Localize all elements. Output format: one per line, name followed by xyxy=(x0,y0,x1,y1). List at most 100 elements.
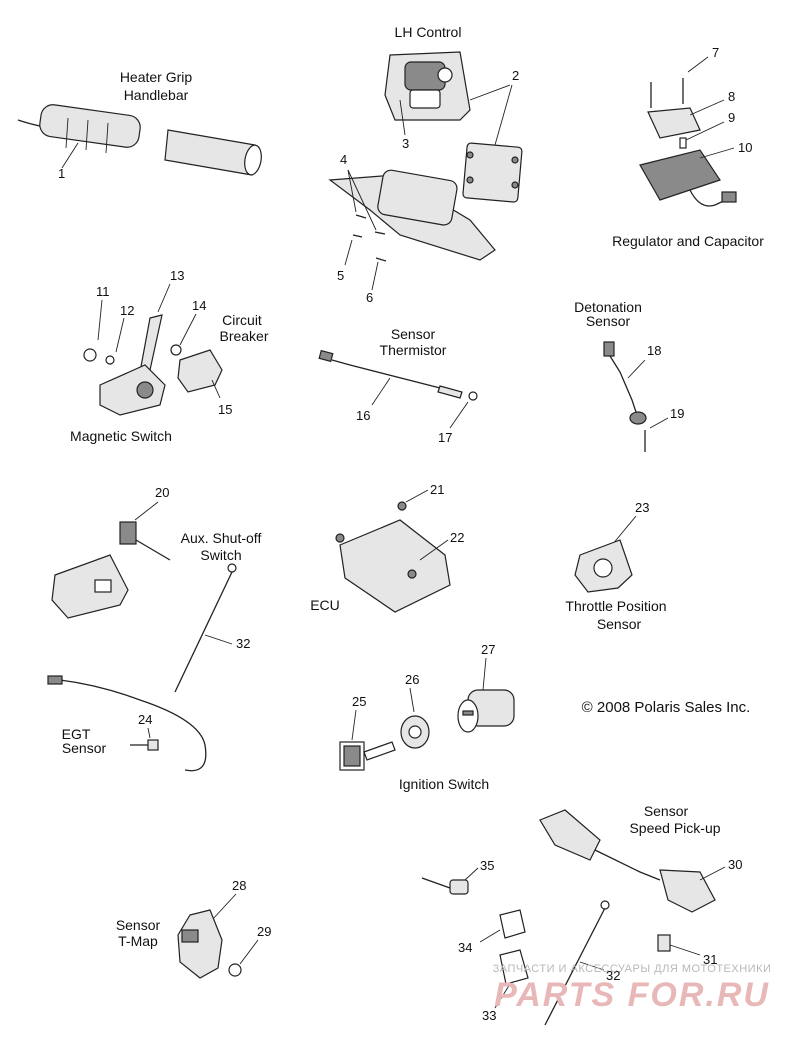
pin-35-head xyxy=(449,879,469,895)
screw-4b xyxy=(374,231,386,235)
screw-29 xyxy=(228,963,242,977)
thermistor-connector xyxy=(318,349,334,363)
callout-9: 9 xyxy=(728,110,735,125)
clamp-bolt-1 xyxy=(466,151,474,159)
tmap-body xyxy=(177,909,223,979)
callout-24: 24 xyxy=(138,712,152,727)
magnetic-switch-group: 11 12 13 Magnetic Switch Circuit Breaker… xyxy=(70,268,269,444)
speed-pickup-body xyxy=(659,869,716,913)
speed-pickup-label-line1: Sensor xyxy=(644,803,689,819)
pin-35-shaft xyxy=(421,877,451,889)
callout-6: 6 xyxy=(366,290,373,305)
aux-shutoff-cable xyxy=(174,571,233,693)
ignition-switch-face xyxy=(457,699,479,733)
callout-32b-leader xyxy=(579,961,605,971)
callout-30-leader xyxy=(699,866,726,881)
egt-label-line2: Sensor xyxy=(62,740,107,756)
callout-23-leader xyxy=(611,515,637,546)
washer-12 xyxy=(105,355,115,365)
screw-31 xyxy=(657,934,671,952)
callout-26: 26 xyxy=(405,672,419,687)
clamp-bolt-3 xyxy=(466,176,474,184)
screw-6 xyxy=(375,257,387,262)
handlebar-end xyxy=(244,144,262,176)
callout-21-leader xyxy=(405,489,429,503)
detonation-sensor-group: Detonation Sensor 18 19 xyxy=(574,299,684,452)
callout-12-leader xyxy=(115,317,125,353)
egt-module-socket xyxy=(94,579,112,593)
thermistor-group: Sensor Thermistor 16 17 xyxy=(318,326,478,445)
watermark-tagline: ЗАПЧАСТИ И АКСЕССУАРЫ ДЛЯ МОТОТЕХНИКИ xyxy=(493,963,772,975)
nut-11 xyxy=(83,348,97,362)
callout-21: 21 xyxy=(430,482,444,497)
speed-pickup-label-line2: Speed Pick-up xyxy=(629,820,720,836)
nut-14 xyxy=(170,344,182,356)
callout-33: 33 xyxy=(482,1008,496,1023)
callout-27-leader xyxy=(482,657,487,691)
handlebar-tube xyxy=(164,129,256,176)
callout-4: 4 xyxy=(340,152,347,167)
callout-32b: 32 xyxy=(606,968,620,983)
detonation-body xyxy=(629,411,647,425)
callout-10: 10 xyxy=(738,140,752,155)
callout-19-leader xyxy=(649,417,669,429)
copyright-text: © 2008 Polaris Sales Inc. xyxy=(582,699,751,716)
lh-control-knob xyxy=(437,67,453,83)
tmap-group: 28 29 Sensor T-Map xyxy=(116,878,271,979)
spacer-9 xyxy=(679,137,687,149)
tmap-connector xyxy=(181,929,199,943)
ignition-key-blade xyxy=(363,741,396,761)
clip-34 xyxy=(499,909,526,939)
callout-19: 19 xyxy=(670,406,684,421)
throttle-housing xyxy=(377,169,458,226)
callout-8: 8 xyxy=(728,89,735,104)
ecu-mount-1 xyxy=(335,533,345,543)
ignition-switch-slot xyxy=(462,710,474,716)
regulator-body xyxy=(639,149,721,201)
tps-label-line1: Throttle Position xyxy=(565,598,666,614)
callout-9-leader xyxy=(685,121,725,141)
magnetic-switch-magnet xyxy=(136,381,154,399)
cable-32b-end xyxy=(600,900,610,910)
callout-29: 29 xyxy=(257,924,271,939)
callout-14-leader xyxy=(179,313,197,346)
callout-5: 5 xyxy=(337,268,344,283)
connector-20-wire xyxy=(135,539,171,561)
callout-20: 20 xyxy=(155,485,169,500)
tps-group: 23 Throttle Position Sensor xyxy=(565,500,666,632)
callout-25: 25 xyxy=(352,694,366,709)
callout-12: 12 xyxy=(120,303,134,318)
heater-grip-label-line1: Heater Grip xyxy=(120,69,193,85)
callout-4-leader-b xyxy=(347,169,377,231)
circuit-breaker-body xyxy=(177,349,223,393)
callout-5-leader xyxy=(344,239,353,266)
egt-module xyxy=(51,554,129,619)
callout-13-leader xyxy=(157,283,171,313)
speed-pickup-connector xyxy=(539,809,601,861)
callout-13: 13 xyxy=(170,268,184,283)
thermistor-washer xyxy=(468,391,478,401)
lh-control-group: LH Control 2 3 4 5 6 xyxy=(328,24,523,305)
callout-7: 7 xyxy=(712,45,719,60)
thermistor-probe xyxy=(437,385,463,399)
aux-shutoff-label-line2: Switch xyxy=(200,547,241,563)
lh-control-button xyxy=(409,89,441,109)
control-clamp xyxy=(462,142,523,203)
callout-30: 30 xyxy=(728,857,742,872)
callout-10-leader xyxy=(699,147,735,159)
ignition-switch-group: 25 26 27 Ignition Switch xyxy=(339,642,515,792)
callout-11: 11 xyxy=(96,284,110,299)
callout-31: 31 xyxy=(703,952,717,967)
egt-plug xyxy=(47,675,63,685)
ecu-mount-2 xyxy=(407,569,417,579)
callout-23: 23 xyxy=(635,500,649,515)
screw-5 xyxy=(352,234,363,238)
callout-16: 16 xyxy=(356,408,370,423)
callout-17-leader xyxy=(449,401,469,429)
heater-grip-wire xyxy=(17,119,41,127)
callout-18: 18 xyxy=(647,343,661,358)
heater-grip-group: Heater Grip Handlebar 1 xyxy=(17,69,262,181)
callout-17: 17 xyxy=(438,430,452,445)
callout-14: 14 xyxy=(192,298,206,313)
